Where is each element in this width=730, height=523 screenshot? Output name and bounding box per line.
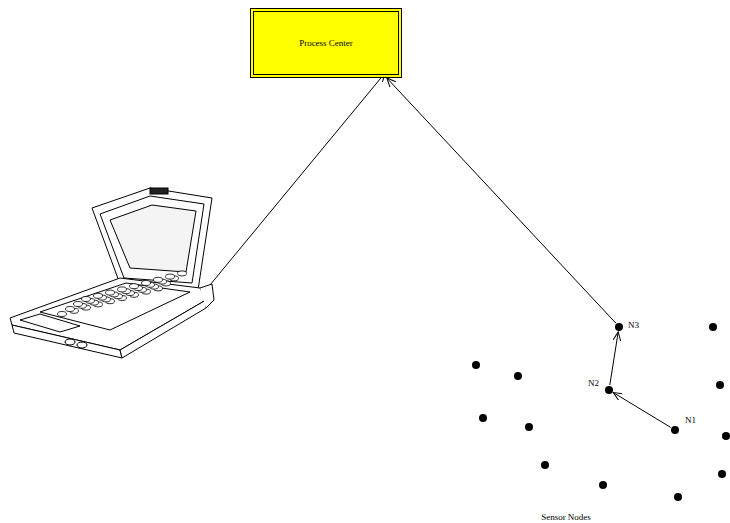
sensor-node: N1 xyxy=(671,426,679,434)
key xyxy=(130,284,139,289)
key xyxy=(142,281,151,286)
key xyxy=(166,274,175,279)
key xyxy=(74,302,83,307)
key xyxy=(178,271,187,276)
key xyxy=(154,277,163,282)
arrow-connector xyxy=(613,393,670,428)
node-label: N3 xyxy=(628,320,639,330)
sensor-node: N3 xyxy=(615,323,623,331)
key xyxy=(66,307,75,312)
laptop-illustration xyxy=(10,188,214,358)
key xyxy=(106,290,115,295)
arrow-connector xyxy=(610,332,618,385)
key xyxy=(58,312,67,317)
sensor-dots xyxy=(472,323,730,501)
arrow-connector xyxy=(387,78,616,323)
group-label: Sensor Nodes xyxy=(541,512,591,522)
key xyxy=(82,297,91,302)
node-label: N1 xyxy=(685,415,696,425)
sensor-node: N2 xyxy=(605,386,613,394)
box-title: Process Center xyxy=(295,34,357,52)
node-label: N2 xyxy=(588,378,599,388)
link-line xyxy=(210,73,385,285)
process-box: Process Center xyxy=(250,8,402,78)
key xyxy=(94,293,103,298)
key xyxy=(118,287,127,292)
